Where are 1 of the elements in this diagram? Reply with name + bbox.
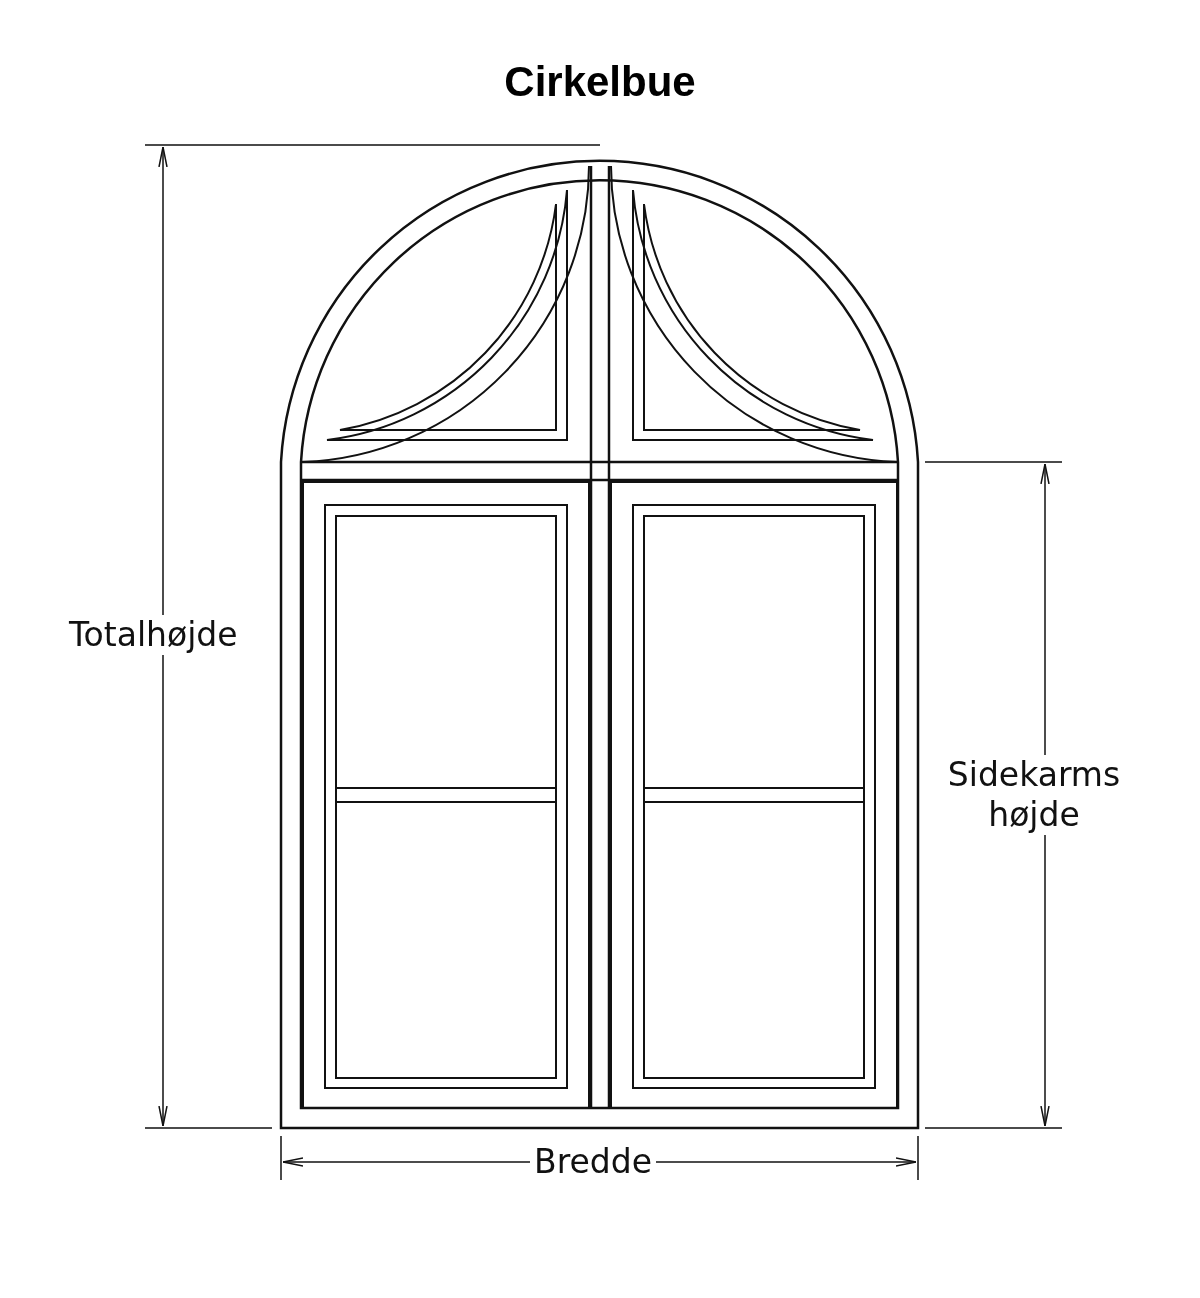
title: Cirkelbue [503, 58, 697, 106]
